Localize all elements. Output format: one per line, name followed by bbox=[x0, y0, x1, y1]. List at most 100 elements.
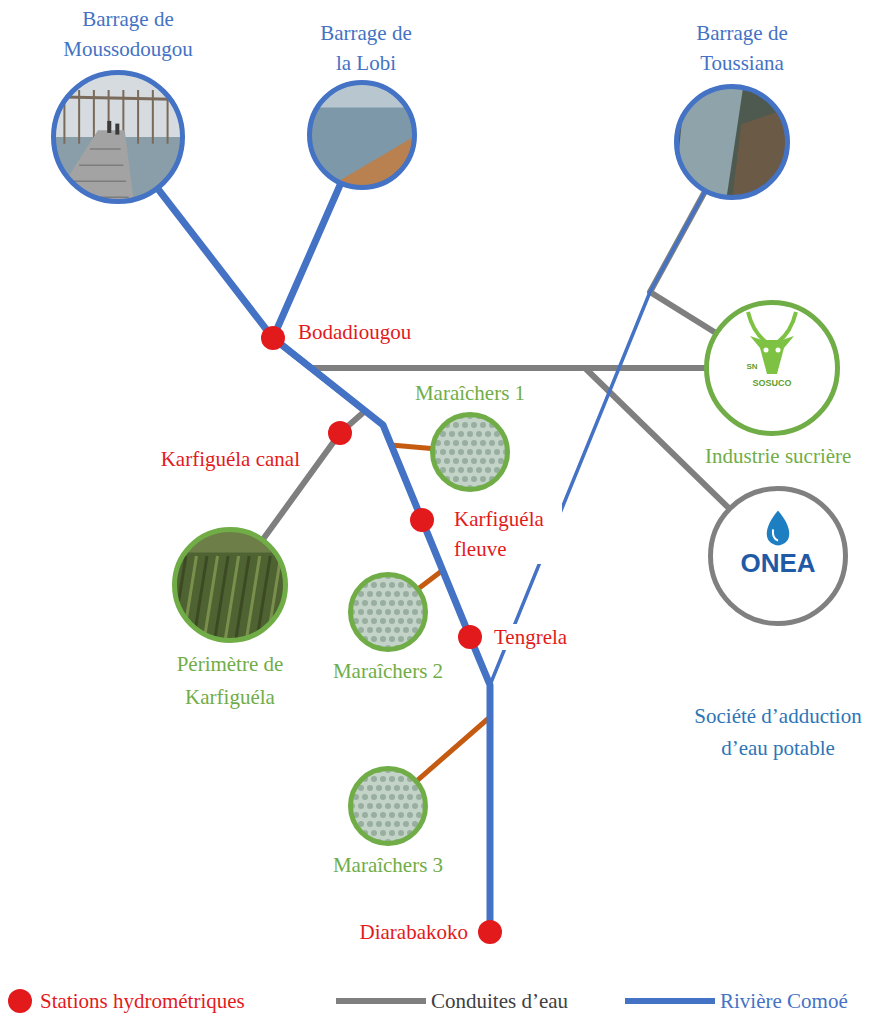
graphic-part bbox=[362, 618, 368, 624]
circle-outline bbox=[328, 421, 352, 445]
circle-picture bbox=[348, 766, 428, 846]
graphic-part bbox=[362, 812, 368, 818]
circle-outline bbox=[51, 70, 185, 204]
circle-outline bbox=[348, 766, 428, 846]
river-line bbox=[158, 189, 266, 329]
graphic-part bbox=[371, 582, 377, 588]
station-label: Karfiguéla fleuve bbox=[452, 504, 562, 564]
graphic-part bbox=[431, 485, 437, 491]
farm-circle: Périmètre de Karfiguéla bbox=[172, 527, 288, 643]
graphic-part bbox=[371, 618, 377, 624]
graphic-part bbox=[480, 440, 486, 446]
station-dot: Bodadiougou bbox=[261, 326, 285, 350]
graphic-part bbox=[412, 609, 418, 615]
graphic-part bbox=[708, 486, 848, 626]
graphic-part bbox=[398, 830, 404, 836]
graphic-part bbox=[748, 312, 766, 342]
graphic-part bbox=[421, 645, 427, 651]
graphic-part bbox=[625, 998, 715, 1004]
station-marker bbox=[328, 421, 352, 445]
graphic-part bbox=[704, 300, 840, 436]
graphic-part bbox=[476, 449, 482, 455]
graphic-part bbox=[389, 794, 395, 800]
graphic-part bbox=[485, 467, 491, 473]
graphic-part bbox=[421, 767, 427, 773]
graphic-part bbox=[376, 609, 382, 615]
graphic-part bbox=[403, 591, 409, 597]
graphic-part bbox=[389, 776, 395, 782]
graphic-part bbox=[462, 458, 468, 464]
graphic-part bbox=[398, 618, 404, 624]
water-pipe bbox=[282, 345, 705, 368]
graphic-part bbox=[394, 785, 400, 791]
graphic-part bbox=[767, 511, 790, 546]
circle-picture bbox=[430, 412, 510, 492]
graphic-part bbox=[367, 785, 373, 791]
graphic-part bbox=[394, 609, 400, 615]
graphic-part bbox=[137, 90, 139, 144]
graphic-part bbox=[489, 440, 495, 446]
graphic-part bbox=[764, 348, 769, 353]
graphic-part bbox=[412, 767, 418, 773]
circle-outline bbox=[430, 412, 510, 492]
graphic-part bbox=[394, 591, 400, 597]
water-pipe bbox=[650, 192, 715, 333]
graphic-part bbox=[115, 124, 119, 135]
graphic-part bbox=[462, 476, 468, 482]
graphic-part bbox=[362, 600, 368, 606]
graphic-part bbox=[348, 572, 428, 652]
graphic-part bbox=[376, 591, 382, 597]
graphic-part bbox=[440, 449, 446, 455]
industry-circle: SNSOSUCOIndustrie sucrière bbox=[704, 300, 840, 436]
graphic-part bbox=[394, 803, 400, 809]
graphic-part bbox=[172, 527, 288, 643]
reservoir-circle: Barrage de Moussodougou bbox=[51, 70, 185, 204]
reservoir-label: Barrage de Toussiana bbox=[690, 18, 794, 78]
graphic-part bbox=[389, 636, 395, 642]
graphic-part bbox=[371, 600, 377, 606]
graphic-part bbox=[380, 812, 386, 818]
graphic-part bbox=[385, 785, 391, 791]
graphic-part bbox=[385, 821, 391, 827]
graphic-part bbox=[440, 485, 446, 491]
station-dot: Karfiguéla fleuve bbox=[410, 508, 434, 532]
reservoir-circle: Barrage de la Lobi bbox=[307, 80, 417, 190]
graphic-part bbox=[407, 794, 413, 800]
graphic-part bbox=[412, 839, 418, 845]
graphic-part bbox=[398, 636, 404, 642]
graphic-part bbox=[412, 573, 418, 579]
station-dot: Tengrela bbox=[458, 625, 482, 649]
circle-picture bbox=[172, 527, 302, 643]
circle-outline bbox=[348, 572, 428, 652]
graphic-part bbox=[440, 413, 446, 419]
legend-line-sample bbox=[624, 995, 716, 1007]
graphic-part bbox=[358, 573, 364, 579]
graphic-part bbox=[471, 476, 477, 482]
circle-border bbox=[54, 73, 183, 202]
logo-text: ONEA bbox=[717, 548, 839, 578]
graphic-part bbox=[412, 645, 418, 651]
graphic-part bbox=[389, 600, 395, 606]
river-line bbox=[277, 184, 340, 327]
graphic-part bbox=[453, 458, 459, 464]
circle-outline bbox=[478, 920, 502, 944]
graphic-part bbox=[349, 573, 355, 579]
legend-line-sample bbox=[335, 995, 427, 1007]
graphic-part bbox=[349, 645, 355, 651]
graphic-part bbox=[407, 812, 413, 818]
graphic-part bbox=[458, 431, 464, 437]
graphic-part bbox=[489, 458, 495, 464]
graphic-part bbox=[403, 821, 409, 827]
farm-label: Maraîchers 1 bbox=[399, 380, 541, 406]
graphic-part bbox=[385, 609, 391, 615]
graphic-part bbox=[376, 821, 382, 827]
graphic-part bbox=[407, 618, 413, 624]
graphic-part bbox=[476, 467, 482, 473]
circle-outline bbox=[458, 625, 482, 649]
graphic-part bbox=[778, 312, 796, 342]
reservoir-label: Barrage de Moussodougou bbox=[48, 4, 208, 64]
graphic-part bbox=[476, 431, 482, 437]
graphic-part bbox=[380, 636, 386, 642]
station-marker bbox=[261, 326, 285, 350]
